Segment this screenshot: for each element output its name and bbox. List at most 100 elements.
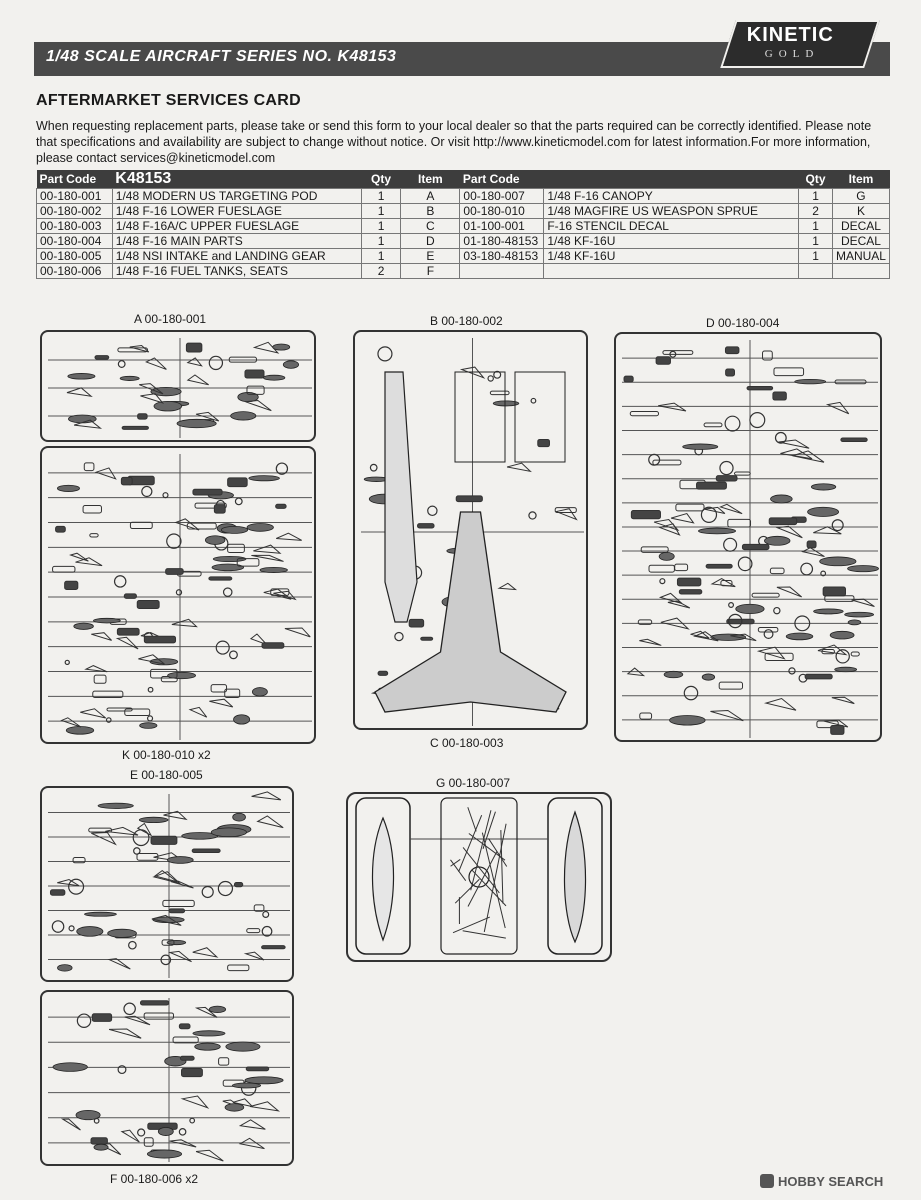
sprue-part — [774, 431, 787, 444]
sprue-part — [129, 521, 153, 530]
sprue-part — [683, 685, 699, 701]
sprue-f — [40, 990, 294, 1166]
sprue-part — [831, 696, 855, 705]
sprue-part — [462, 930, 506, 939]
sprue-part — [806, 540, 817, 549]
sprue-part — [640, 546, 669, 553]
cell-code2: 01-180-48153 — [459, 233, 545, 249]
sprue-part — [152, 871, 182, 885]
sprue-part — [186, 522, 217, 530]
sprue-part — [176, 418, 217, 429]
sprue-part — [233, 714, 251, 725]
sprue-part — [84, 911, 117, 917]
sprue-part — [138, 654, 165, 665]
sprue-part — [719, 503, 743, 515]
sprue-part — [728, 613, 743, 629]
sprue-part — [57, 879, 80, 887]
sprue-part — [452, 916, 490, 934]
sprue-part — [710, 633, 747, 641]
logo-wordmark: KINETIC — [746, 24, 834, 46]
sprue-part — [107, 928, 137, 938]
cell-desc2: 1/48 KF-16U — [543, 248, 800, 264]
sprue-part — [210, 827, 247, 838]
sprue-part — [718, 681, 744, 690]
cell-item2 — [831, 263, 891, 279]
series-title: 1/48 SCALE AIRCRAFT SERIES NO. K48153 — [46, 48, 397, 65]
sprue-part — [785, 632, 814, 641]
sprue-part — [261, 925, 273, 937]
sprue-part — [153, 869, 178, 883]
sprue-part — [427, 505, 438, 517]
sprue-part — [93, 674, 107, 684]
sprue-part — [94, 467, 117, 480]
sprue-part — [831, 519, 844, 532]
sprue-part — [700, 506, 718, 523]
sprue-part — [225, 1041, 261, 1052]
sprue-part — [66, 387, 93, 398]
cell-desc: 1/48 F-16 FUEL TANKS, SEATS — [111, 263, 362, 279]
sprue-part — [528, 511, 537, 520]
sprue-part — [92, 690, 124, 698]
sprue-part — [55, 525, 66, 533]
cell-code: 00-180-003 — [36, 218, 113, 234]
header-qty: Qty — [361, 170, 401, 189]
sprue-part — [778, 439, 810, 449]
sprue-part — [175, 589, 183, 596]
sprue-part — [157, 1127, 174, 1136]
sprue-part — [440, 797, 518, 955]
sprue-part — [143, 635, 177, 644]
sprue-part — [168, 950, 192, 963]
sprue-part — [76, 1013, 92, 1028]
sprue-part — [251, 791, 282, 801]
sprue-part — [493, 370, 502, 379]
sprue-part — [147, 686, 154, 693]
sprue-part — [710, 577, 736, 588]
cell-desc: 1/48 F-16A/C UPPER FUESLAGE — [111, 218, 362, 234]
sprue-part — [84, 665, 108, 673]
sprue-part — [232, 812, 246, 822]
sprue-part — [169, 1139, 197, 1148]
sprue-part — [733, 471, 751, 476]
sprue-part — [132, 829, 150, 847]
sprue-part — [194, 1006, 218, 1018]
sprue-part — [662, 350, 694, 355]
cell-qty2: 1 — [798, 188, 833, 204]
sprue-part — [146, 1149, 183, 1159]
header-blank — [543, 170, 799, 189]
sprue-part — [136, 852, 159, 861]
sprue-part — [355, 797, 411, 955]
sprue-part — [172, 1036, 199, 1044]
sprue-part — [150, 386, 182, 397]
sprue-g — [346, 792, 612, 962]
sprue-part — [251, 554, 284, 562]
sprue-part — [224, 1103, 245, 1112]
sprue-part — [246, 523, 274, 532]
sprue-part — [746, 385, 774, 391]
sprue-part — [73, 622, 94, 630]
sprue-part — [105, 717, 112, 723]
sprue-part — [261, 642, 285, 649]
sprue-part — [682, 443, 719, 450]
sprue-part — [678, 589, 703, 595]
sprue-part — [719, 460, 734, 476]
cell-qty2: 1 — [798, 218, 833, 234]
sprue-part — [124, 1015, 151, 1026]
header-part-code-2: Part Code — [459, 170, 544, 189]
sprue-part — [209, 698, 234, 708]
sprue-part — [91, 632, 112, 641]
sprue-part — [263, 374, 286, 381]
sprue-part — [824, 595, 855, 602]
sprue-part — [117, 347, 148, 353]
sprue-part — [530, 397, 537, 404]
sprue-part — [91, 831, 117, 846]
sprue-part — [272, 343, 291, 351]
sprue-part — [249, 633, 268, 645]
sprue-part — [737, 556, 753, 572]
sprue-label-d: D 00-180-004 — [706, 316, 780, 330]
sprue-part — [626, 667, 646, 677]
sprue-part — [563, 810, 587, 944]
sprue-part — [770, 494, 793, 504]
sprue-part — [163, 810, 188, 821]
